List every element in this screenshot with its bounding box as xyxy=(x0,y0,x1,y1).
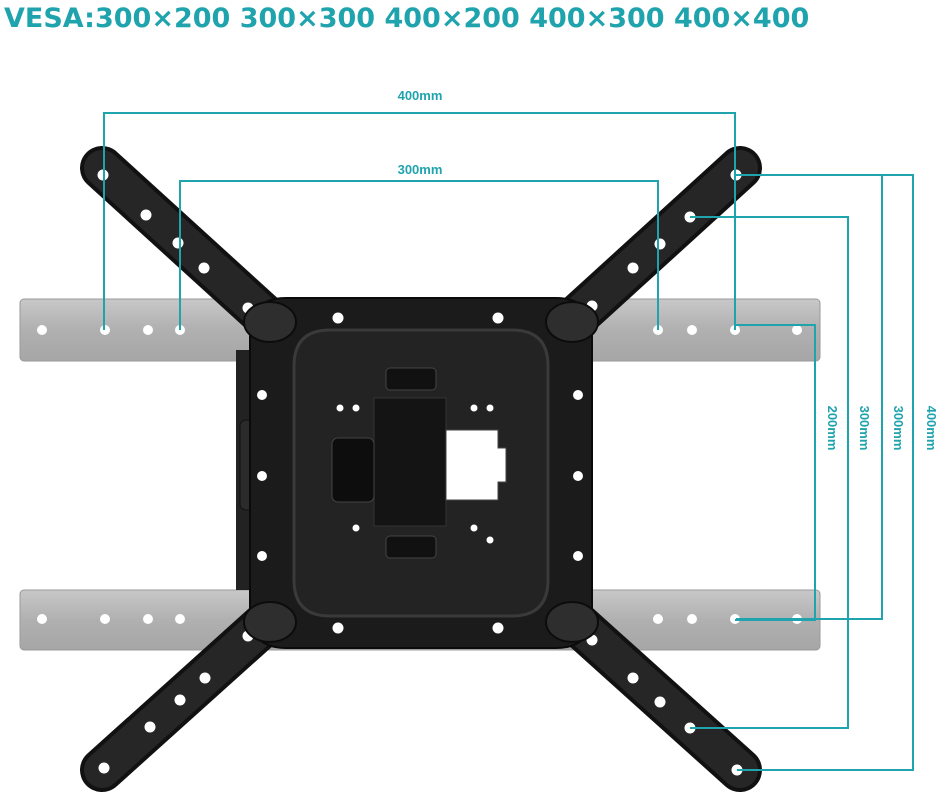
dimension-lines xyxy=(103,112,914,771)
label-vertical-400mm: 400mm xyxy=(924,406,939,451)
arm-bottom-right xyxy=(540,588,762,792)
vesa-title: VESA:300×200 300×300 400×200 400×300 400… xyxy=(4,3,810,34)
arm-top-right xyxy=(540,146,762,352)
label-horizontal-400mm: 400mm xyxy=(398,88,443,103)
label-vertical-200mm: 200mm xyxy=(825,406,840,451)
arm-top-left xyxy=(80,146,302,352)
arm-bosses xyxy=(243,301,599,643)
arm-bottom-left xyxy=(80,588,302,792)
label-vertical-300mm-a: 300mm xyxy=(857,406,872,451)
label-horizontal-300mm: 300mm xyxy=(398,162,443,177)
label-vertical-300mm-b: 300mm xyxy=(891,406,906,451)
wall-plate xyxy=(249,297,593,649)
